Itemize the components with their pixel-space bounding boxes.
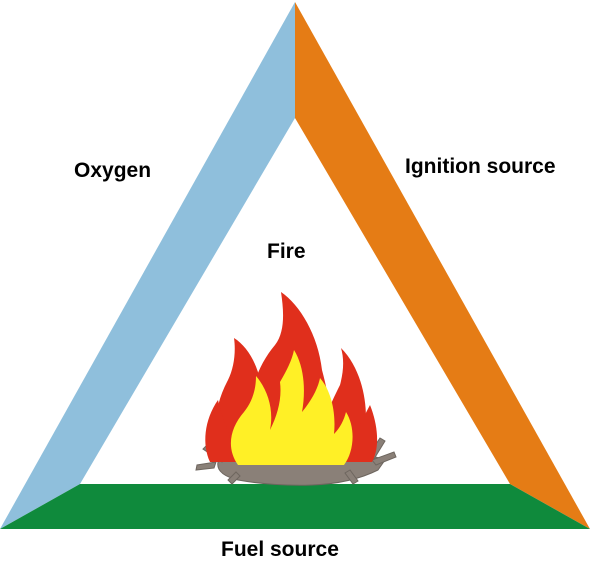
fuel-source-label: Fuel source: [221, 538, 339, 561]
ignition-source-label: Ignition source: [405, 155, 556, 178]
ignition-side: [295, 2, 590, 529]
fuel-side: [0, 484, 590, 529]
campfire-icon: [195, 292, 397, 486]
inner-flames: [230, 350, 353, 465]
oxygen-label: Oxygen: [74, 159, 152, 182]
oxygen-side: [0, 2, 295, 529]
fire-label: Fire: [267, 240, 306, 263]
